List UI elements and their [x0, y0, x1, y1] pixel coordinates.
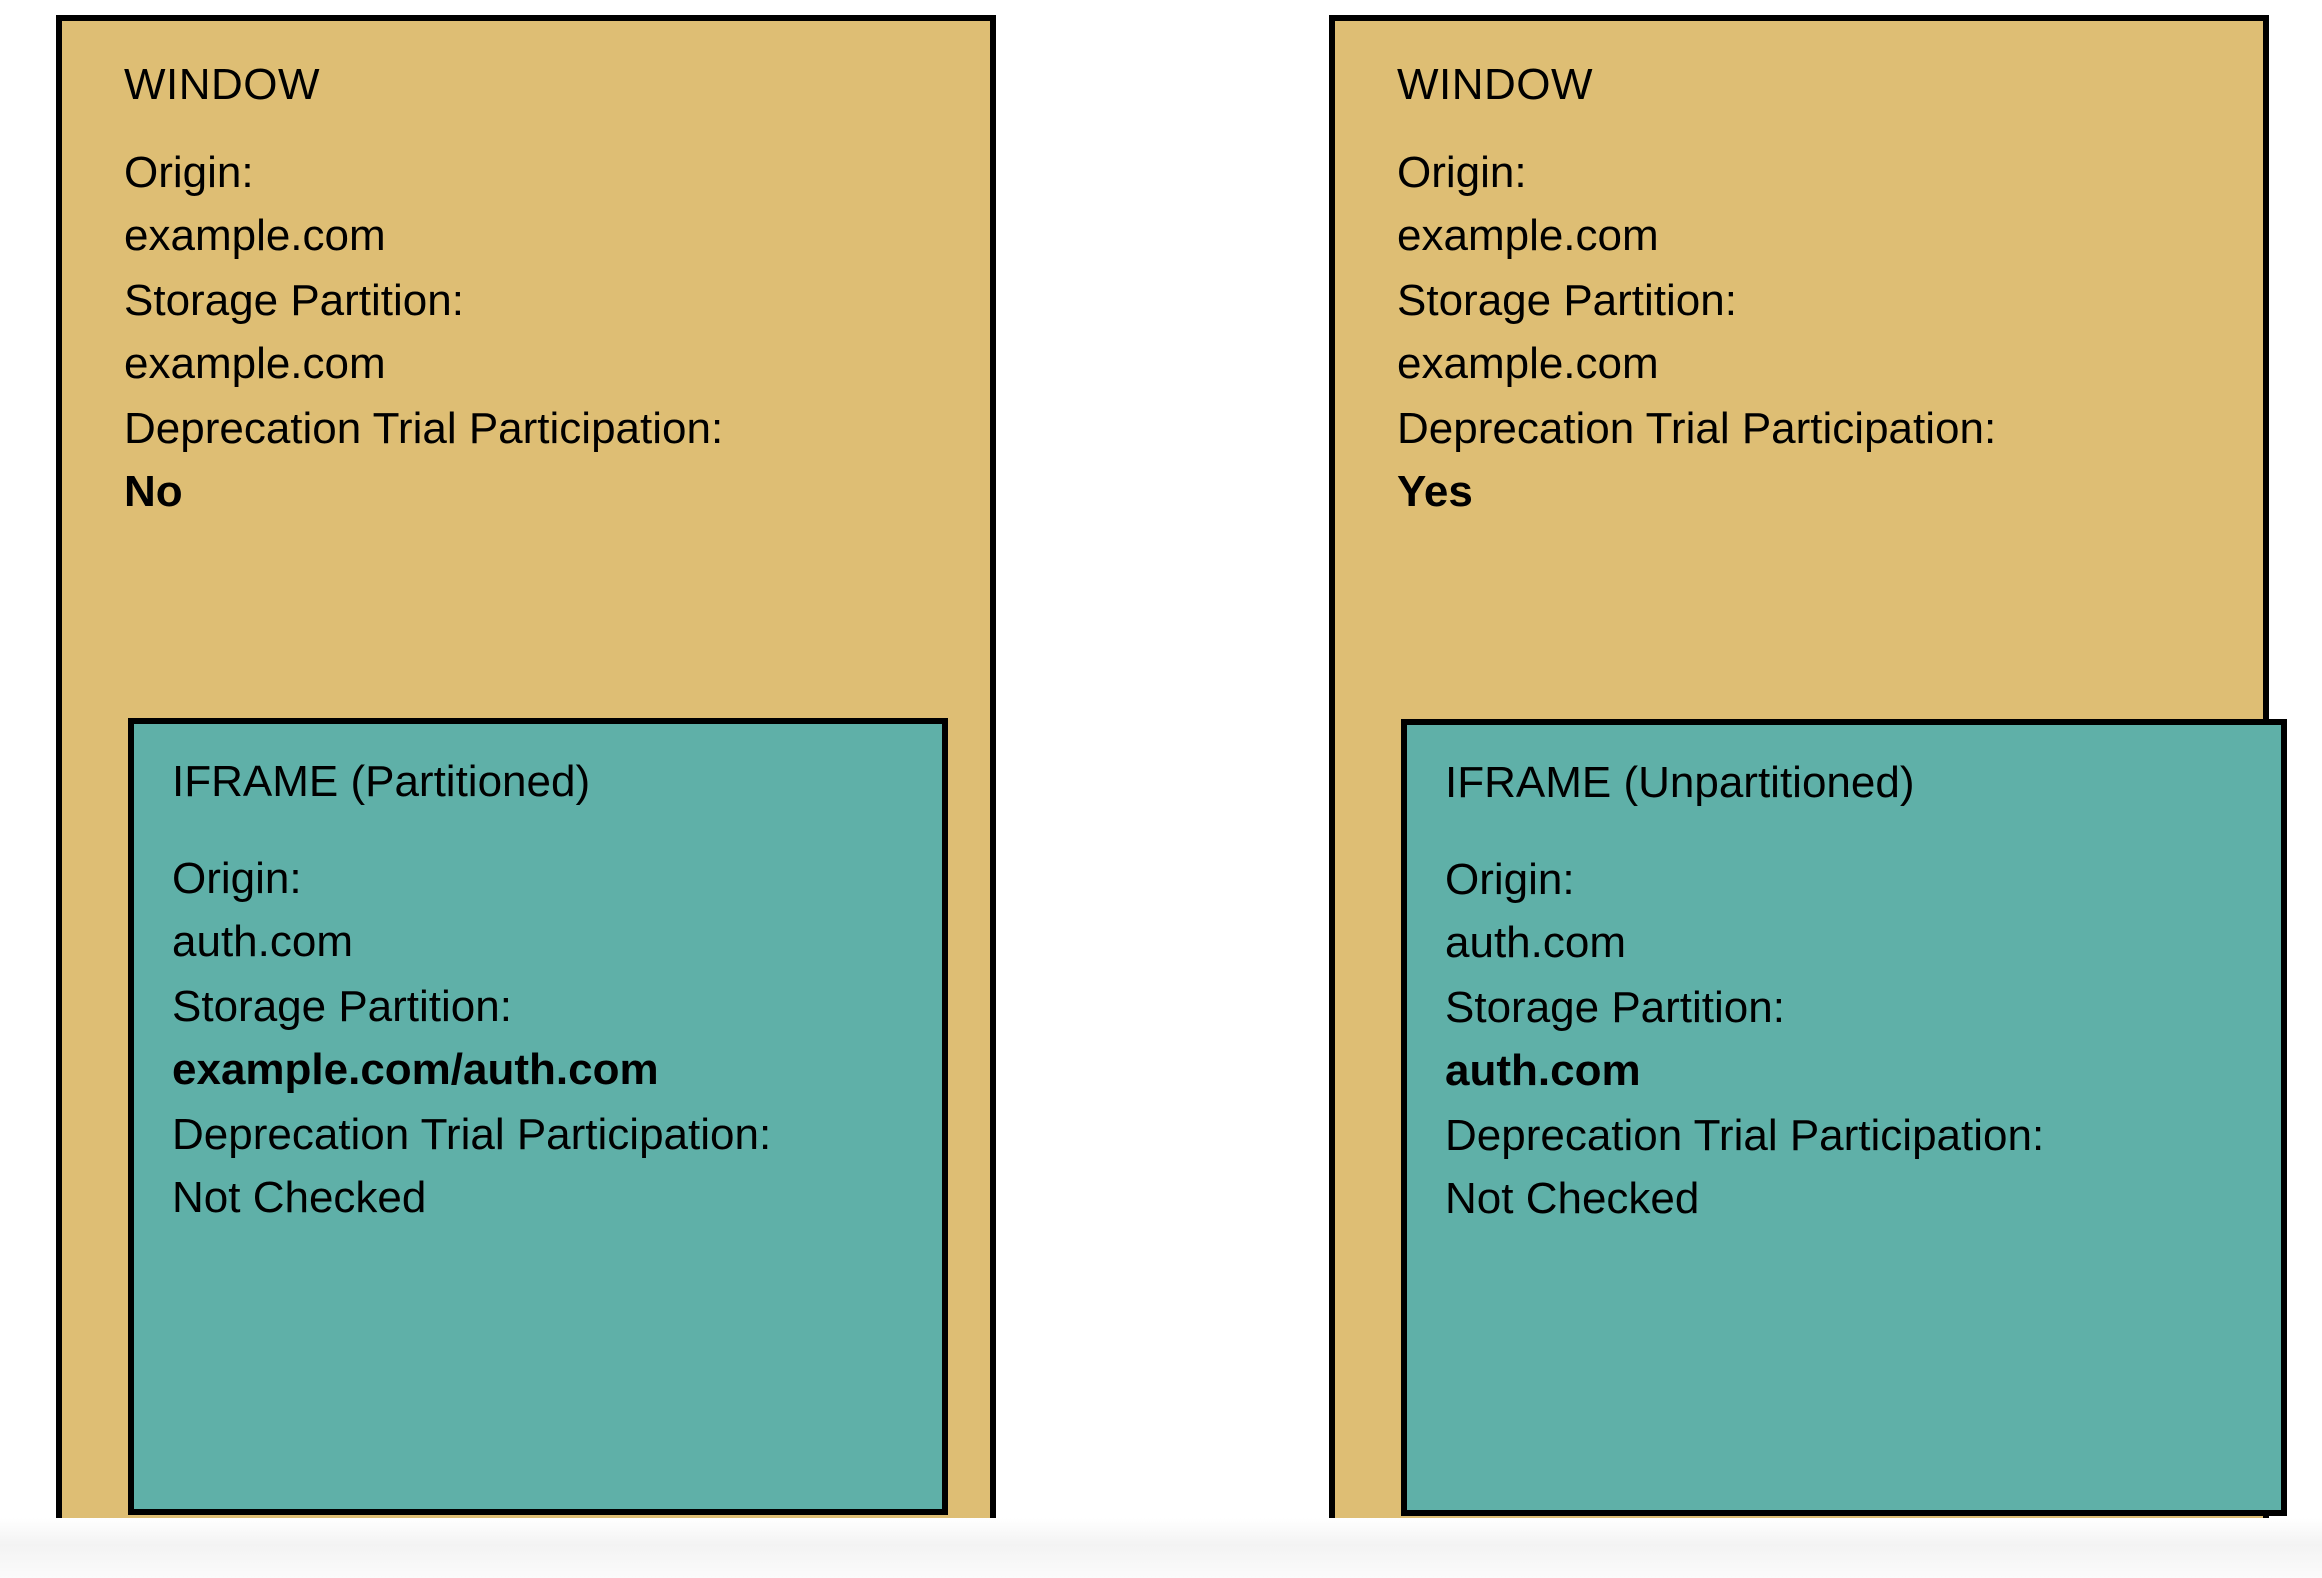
window-left-storage-field: Storage Partition: example.com — [124, 269, 464, 395]
window-left-trial-field: Deprecation Trial Participation: No — [124, 397, 723, 523]
iframe-left-trial-field: Deprecation Trial Participation: Not Che… — [172, 1103, 771, 1229]
window-panel-right: WINDOW Origin: example.com Storage Parti… — [1329, 15, 2287, 1551]
window-right-origin-label: Origin: — [1397, 148, 1527, 197]
window-right-trial-field: Deprecation Trial Participation: Yes — [1397, 397, 1996, 523]
iframe-right-origin-value: auth.com — [1445, 918, 1626, 967]
window-title-right: WINDOW — [1397, 60, 1594, 109]
window-right-trial-value: Yes — [1397, 467, 1473, 516]
iframe-panel-right: IFRAME (Unpartitioned) Origin: auth.com … — [1401, 719, 2287, 1516]
iframe-right-trial-label: Deprecation Trial Participation: — [1445, 1111, 2045, 1160]
window-left-trial-value: No — [124, 467, 183, 516]
window-right-trial-label: Deprecation Trial Participation: — [1397, 404, 1997, 453]
iframe-right-storage-field: Storage Partition: auth.com — [1445, 976, 1785, 1102]
iframe-right-storage-label: Storage Partition: — [1445, 983, 1785, 1032]
window-right-origin-value: example.com — [1397, 211, 1659, 260]
iframe-left-storage-field: Storage Partition: example.com/auth.com — [172, 975, 659, 1101]
iframe-left-trial-value: Not Checked — [172, 1173, 427, 1222]
window-right-origin-field: Origin: example.com — [1397, 141, 1659, 267]
window-left-storage-value: example.com — [124, 339, 386, 388]
iframe-panel-left: IFRAME (Partitioned) Origin: auth.com St… — [128, 718, 948, 1515]
window-left-storage-label: Storage Partition: — [124, 276, 464, 325]
iframe-left-title: IFRAME (Partitioned) — [172, 757, 591, 806]
iframe-right-origin-label: Origin: — [1445, 855, 1575, 904]
iframe-left-trial-label: Deprecation Trial Participation: — [172, 1110, 772, 1159]
window-right-storage-value: example.com — [1397, 339, 1659, 388]
window-title-left: WINDOW — [124, 60, 321, 109]
iframe-left-origin-field: Origin: auth.com — [172, 847, 353, 973]
iframe-left-origin-label: Origin: — [172, 854, 302, 903]
window-left-origin-value: example.com — [124, 211, 386, 260]
window-left-origin-field: Origin: example.com — [124, 141, 386, 267]
iframe-right-origin-field: Origin: auth.com — [1445, 848, 1626, 974]
window-left-origin-label: Origin: — [124, 148, 254, 197]
window-right-storage-label: Storage Partition: — [1397, 276, 1737, 325]
window-right-storage-field: Storage Partition: example.com — [1397, 269, 1737, 395]
window-panel-left: WINDOW Origin: example.com Storage Parti… — [56, 15, 996, 1551]
window-left-trial-label: Deprecation Trial Participation: — [124, 404, 724, 453]
iframe-left-origin-value: auth.com — [172, 917, 353, 966]
iframe-right-storage-value: auth.com — [1445, 1046, 1641, 1095]
iframe-left-storage-label: Storage Partition: — [172, 982, 512, 1031]
iframe-right-title: IFRAME (Unpartitioned) — [1445, 758, 1915, 807]
iframe-right-trial-field: Deprecation Trial Participation: Not Che… — [1445, 1104, 2044, 1230]
iframe-right-trial-value: Not Checked — [1445, 1174, 1700, 1223]
iframe-left-storage-value: example.com/auth.com — [172, 1045, 659, 1094]
